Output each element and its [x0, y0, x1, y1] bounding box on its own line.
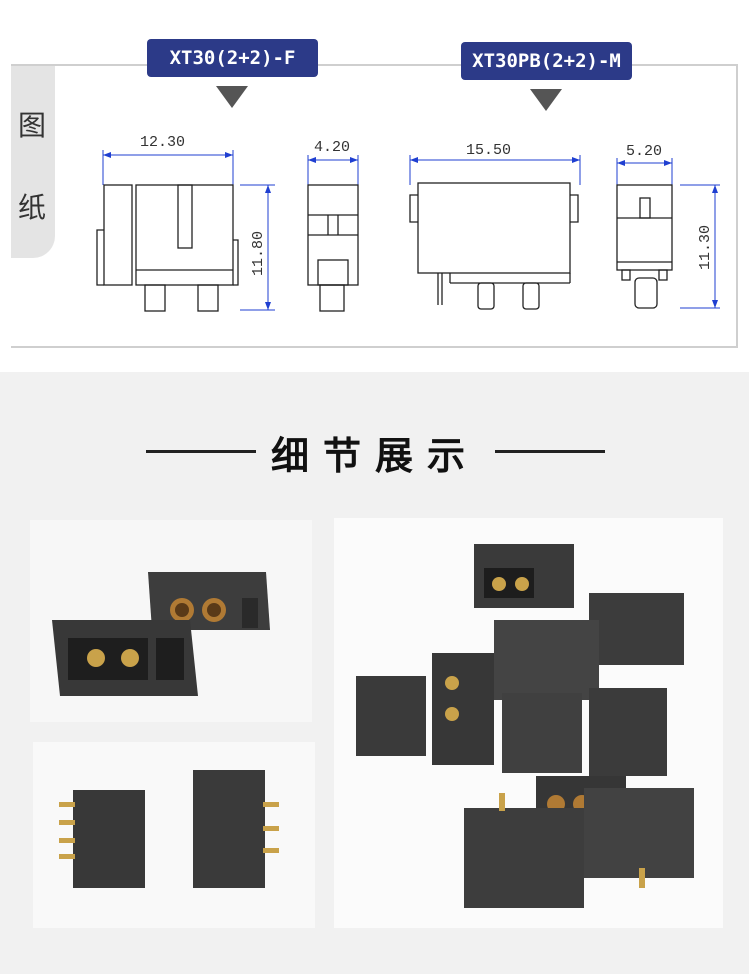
male-height-dimension: 11.30	[697, 224, 714, 270]
female-depth-dimension: 4.20	[314, 139, 351, 156]
female-pointer-arrow	[216, 86, 248, 108]
female-width-dimension: 12.30	[140, 134, 186, 151]
female-side-view	[307, 184, 359, 312]
female-front-view	[96, 184, 239, 312]
male-depth-dimension: 5.20	[626, 143, 663, 160]
male-side-view	[616, 184, 673, 309]
connector-side-illustration	[33, 742, 315, 928]
title-right-rule	[495, 450, 605, 453]
side-label-char-1: 图	[17, 109, 46, 142]
male-pointer-arrow	[530, 89, 562, 111]
male-model-label: XT30PB(2+2)-M	[461, 42, 632, 80]
female-height-dimension: 11.80	[250, 230, 267, 276]
dimension-arrows	[103, 152, 718, 310]
photo-pile	[334, 518, 723, 928]
details-title: 细节展示	[270, 433, 479, 478]
photo-pair-side	[33, 742, 315, 928]
photo-pair-front	[30, 520, 312, 722]
side-tab	[11, 66, 55, 258]
technical-drawing	[96, 150, 720, 312]
female-model-label: XT30(2+2)-F	[147, 39, 318, 77]
connector-pair-illustration	[30, 520, 312, 722]
male-front-view	[409, 182, 579, 310]
dimension-lines	[102, 150, 720, 311]
connector-pile-illustration	[334, 518, 723, 928]
male-width-dimension: 15.50	[466, 142, 512, 159]
side-label-char-2: 纸	[17, 191, 46, 224]
title-left-rule	[146, 450, 256, 453]
